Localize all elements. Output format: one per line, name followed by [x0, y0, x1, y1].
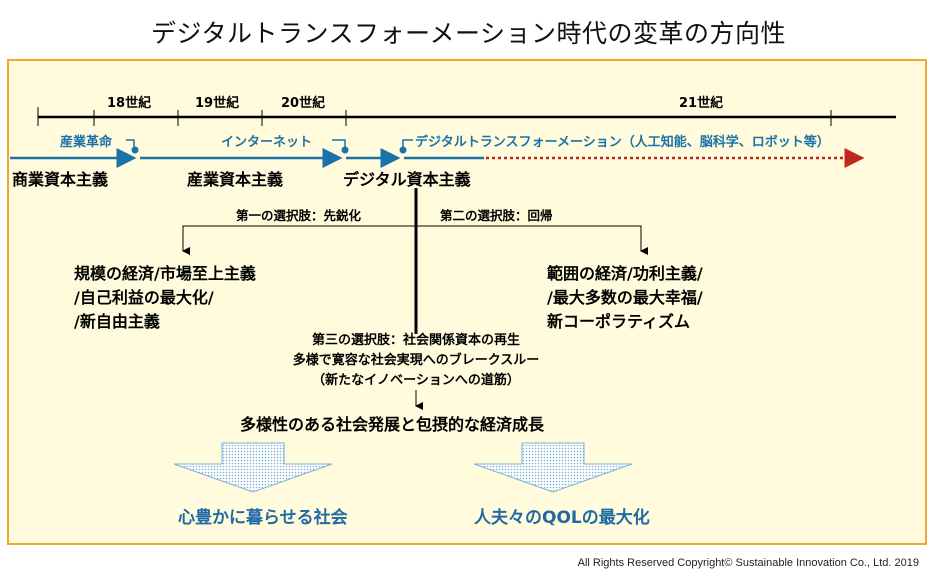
result-statement: 多様性のある社会発展と包摂的な経済成長 — [240, 415, 545, 434]
movement-industrial: 産業革命 — [60, 135, 113, 150]
goal-society: 心豊かに暮らせる社会 — [178, 508, 348, 528]
right-option-line-3: 新コーポラティズム — [547, 312, 691, 331]
page-title: デジタルトランスフォーメーション時代の変革の方向性 — [150, 19, 786, 48]
goal-qol: 人夫々のQOLの最大化 — [474, 508, 650, 528]
left-option: 規模の経済/市場至上主義 /自己利益の最大化/ /新自由主義 — [74, 262, 256, 334]
dot-internet — [341, 146, 349, 154]
era-digital: デジタル資本主義 — [343, 170, 471, 189]
third-choice-line-3: （新たなイノベーションへの道筋） — [312, 373, 520, 388]
block-arrow-right — [473, 442, 633, 493]
block-arrow-left — [173, 442, 333, 493]
choice-first: 第一の選択肢：先鋭化 — [236, 208, 362, 223]
dot-industrial — [131, 146, 139, 154]
diagram-panel — [7, 59, 927, 545]
movement-dx: デジタルトランスフォーメーション（人工知能、脳科学、ロボット等） — [415, 135, 830, 150]
left-option-line-1: 規模の経済/市場至上主義 — [74, 264, 256, 283]
century-18: 18世紀 — [107, 96, 152, 111]
third-choice-line-2: 多様で寛容な社会実現へのブレークスルー — [292, 353, 540, 368]
right-option: 範囲の経済/功利主義/ /最大多数の最大幸福/ 新コーポラティズム — [547, 262, 703, 334]
third-choice-line-1: 第三の選択肢：社会関係資本の再生 — [311, 333, 520, 348]
era-industrial: 産業資本主義 — [187, 170, 284, 189]
century-19: 19世紀 — [195, 96, 240, 111]
movement-internet: インターネット — [221, 135, 313, 150]
era-commercial: 商業資本主義 — [12, 170, 109, 189]
century-20: 20世紀 — [281, 96, 326, 111]
century-21: 21世紀 — [679, 96, 724, 111]
right-option-line-2: /最大多数の最大幸福/ — [547, 288, 703, 307]
left-option-line-2: /自己利益の最大化/ — [74, 288, 214, 307]
third-choice: 第三の選択肢：社会関係資本の再生 多様で寛容な社会実現へのブレークスルー （新た… — [226, 331, 606, 391]
copyright: All Rights Reserved Copyright© Sustainab… — [577, 557, 919, 569]
choice-second: 第二の選択肢：回帰 — [440, 208, 553, 223]
branch-left — [182, 225, 416, 255]
right-option-line-1: 範囲の経済/功利主義/ — [547, 264, 703, 283]
left-option-line-3: /新自由主義 — [74, 312, 160, 331]
branch-right — [416, 225, 648, 255]
dot-dx — [399, 146, 407, 154]
